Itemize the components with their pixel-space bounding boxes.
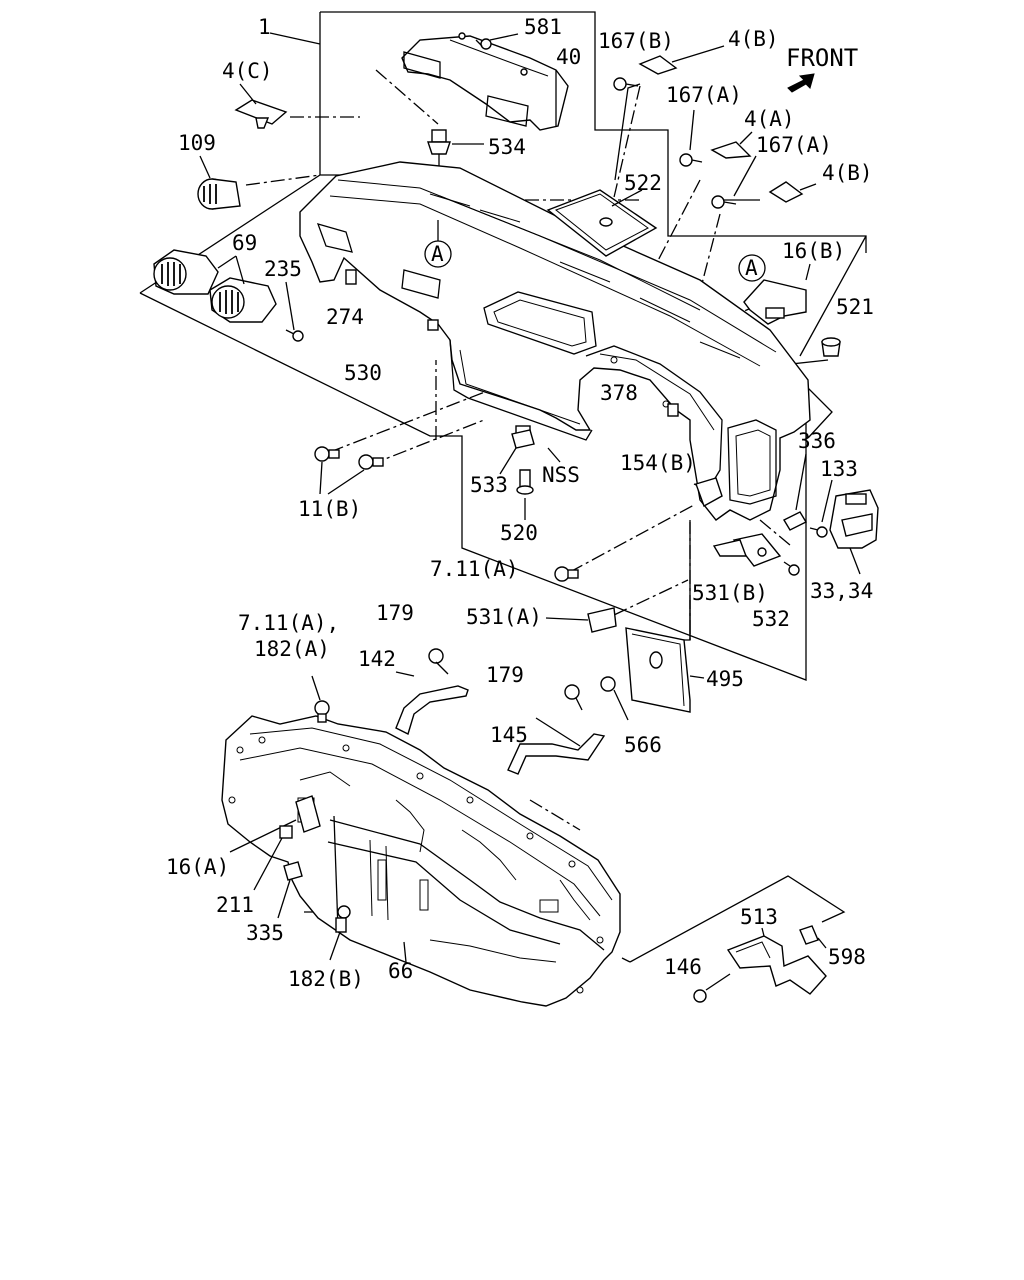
callout-a-right: A: [738, 254, 766, 282]
label-532: 532: [752, 607, 790, 631]
label-66: 66: [388, 959, 413, 983]
vent-109-icon: [197, 155, 241, 210]
label-711a-182a-line1: 7.11(A),: [238, 611, 339, 635]
label-154b: 154(B): [620, 451, 696, 475]
cross-car-beam-66: [221, 715, 621, 1007]
label-11b: 11(B): [298, 497, 361, 521]
fasteners-533-520-icon: [499, 429, 561, 520]
label-33-34: 33,34: [810, 579, 873, 603]
label-513: 513: [740, 905, 778, 929]
label-581: 581: [524, 15, 562, 39]
bracket-16b-icon: [743, 263, 811, 325]
plug-521-icon: [821, 337, 841, 357]
label-235: 235: [264, 257, 302, 281]
screws-11b-icon: [314, 446, 384, 495]
panel-495-icon: [625, 627, 705, 713]
label-4a: 4(A): [744, 107, 795, 131]
brace-145-icon: [507, 684, 606, 775]
label-1: 1: [258, 15, 271, 39]
brace-142-icon: [395, 648, 469, 735]
label-336: 336: [798, 429, 836, 453]
switch-33-34-icon: [829, 489, 879, 575]
lower-right-frame: [621, 875, 846, 963]
bolt-711a-upper-icon: [554, 566, 579, 582]
bolt-182b-icon: [329, 905, 351, 961]
label-nss: NSS: [542, 463, 580, 487]
label-16b: 16(B): [782, 239, 845, 263]
front-indicator: FRONT: [786, 44, 858, 93]
label-495: 495: [706, 667, 744, 691]
label-566: 566: [624, 733, 662, 757]
label-133: 133: [820, 457, 858, 481]
cover-522-icon: [546, 189, 658, 257]
label-522: 522: [624, 171, 662, 195]
clip-598-icon: [799, 925, 827, 949]
label-167a-1: 167(A): [666, 83, 742, 107]
label-711a-1: 7.11(A): [430, 557, 519, 581]
label-211: 211: [216, 893, 254, 917]
label-179-2: 179: [486, 663, 524, 687]
label-378: 378: [600, 381, 638, 405]
label-531b: 531(B): [692, 581, 768, 605]
screw-146-icon: [693, 973, 731, 1003]
label-711a-182a-line2: 182(A): [254, 637, 330, 661]
label-142: 142: [358, 647, 396, 671]
label-69: 69: [232, 231, 257, 255]
screw-581-icon: [475, 33, 519, 50]
label-40: 40: [556, 45, 581, 69]
instrument-panel: [299, 161, 811, 521]
clip-534-icon: [427, 129, 484, 166]
label-4b-2: 4(B): [822, 161, 873, 185]
label-182b: 182(B): [288, 967, 364, 991]
label-533: 533: [470, 473, 508, 497]
label-16a: 16(A): [166, 855, 229, 879]
part-labels: 1 581 40 167(B) 4(B) 4(C) 167(A) 4(A) 16…: [166, 15, 874, 991]
air-duct-40: [401, 32, 569, 131]
grommet-566-icon: [600, 676, 629, 721]
cap-336-icon: [783, 453, 807, 531]
screw-133-icon: [809, 479, 833, 538]
label-167b-1: 167(B): [598, 29, 674, 53]
callout-a-right-text: A: [745, 256, 758, 280]
label-534: 534: [488, 135, 526, 159]
label-146: 146: [664, 955, 702, 979]
fasteners-top-right: [613, 45, 817, 209]
bracket-513-icon: [726, 927, 827, 995]
clip-335-icon: [277, 861, 303, 919]
label-274: 274: [326, 305, 364, 329]
label-4c: 4(C): [222, 59, 273, 83]
label-598: 598: [828, 945, 866, 969]
bracket-531b-icon: [712, 533, 800, 576]
front-arrow-icon: [787, 73, 815, 93]
label-145: 145: [490, 723, 528, 747]
label-531a: 531(A): [466, 605, 542, 629]
vent-69-icon: [153, 249, 277, 323]
clip-211-icon: [253, 825, 293, 891]
label-4b-1: 4(B): [728, 27, 779, 51]
bolt-711a-182a-icon: [311, 675, 330, 723]
callout-a-upper: A: [424, 220, 452, 268]
screw-235-icon: [285, 281, 304, 342]
bracket-4c-icon: [234, 83, 288, 129]
label-520: 520: [500, 521, 538, 545]
label-521: 521: [836, 295, 874, 319]
label-179-1: 179: [376, 601, 414, 625]
front-label: FRONT: [786, 44, 858, 72]
label-109: 109: [178, 131, 216, 155]
label-167a-2: 167(A): [756, 133, 832, 157]
callout-a-upper-text: A: [431, 242, 444, 266]
label-335: 335: [246, 921, 284, 945]
clip-531a-icon: [545, 607, 617, 633]
label-530: 530: [344, 361, 382, 385]
